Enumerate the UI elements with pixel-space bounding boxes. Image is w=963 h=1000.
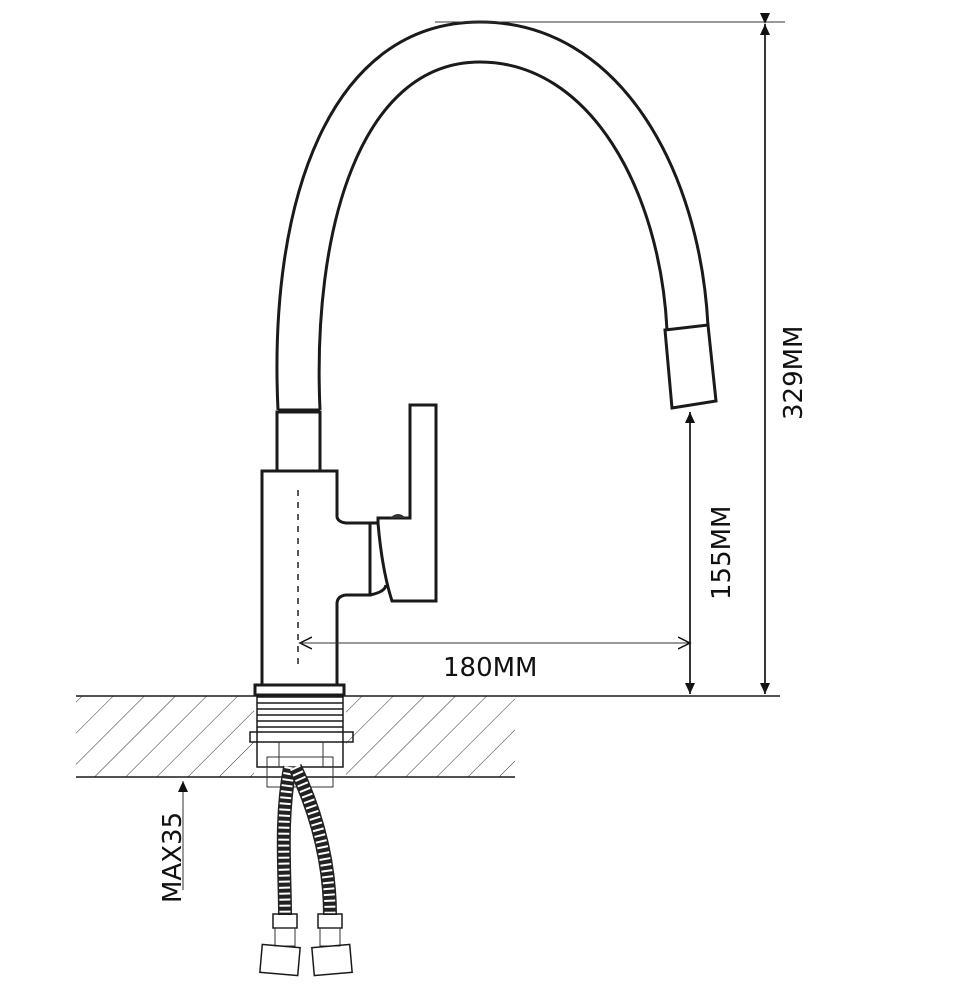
spout (275, 20, 718, 412)
label-total-height: 329MM (779, 326, 809, 421)
dimension-lines (178, 13, 785, 890)
label-spout-reach: 180MM (443, 653, 538, 683)
label-spout-height: 155MM (707, 506, 737, 601)
label-max-thickness: MAX35 (158, 812, 188, 903)
handle (369, 403, 438, 603)
faucet-body (253, 410, 372, 697)
nozzle (663, 323, 718, 410)
supply-hoses (259, 764, 353, 977)
countertop (76, 695, 780, 778)
